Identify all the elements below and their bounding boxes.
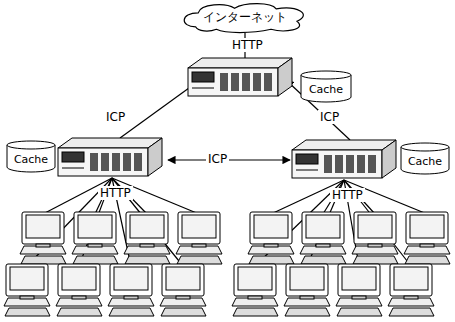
client-pc — [108, 264, 154, 316]
client-pc — [124, 212, 170, 264]
protocol-label: ICP — [318, 110, 341, 124]
cache-disk: Cache — [6, 140, 56, 172]
cache-label: Cache — [14, 153, 48, 166]
client-pc — [248, 212, 294, 264]
cache-disk: Cache — [400, 142, 450, 174]
client-pc — [352, 212, 398, 264]
client-pc — [404, 212, 450, 264]
client-pc — [4, 264, 50, 316]
client-pc — [336, 264, 382, 316]
icp-arrow — [286, 80, 350, 140]
cache-label: Cache — [408, 155, 442, 168]
client-pc — [20, 212, 66, 264]
client-pc — [72, 212, 118, 264]
cache-label: Cache — [309, 83, 343, 96]
internet-cloud: インターネット — [180, 2, 310, 33]
protocol-label: ICP — [206, 152, 229, 166]
client-pc — [160, 264, 206, 316]
client-pc — [300, 212, 346, 264]
protocol-label: HTTP — [330, 188, 365, 202]
client-pc — [232, 264, 278, 316]
client-pc — [56, 264, 102, 316]
client-pc — [284, 264, 330, 316]
protocol-label: ICP — [104, 110, 127, 124]
protocol-label: HTTP — [98, 186, 133, 200]
client-pc — [388, 264, 434, 316]
cloud-label: インターネット — [203, 9, 287, 26]
cache-disk: Cache — [300, 70, 352, 102]
protocol-label: HTTP — [230, 38, 265, 52]
client-pc — [176, 212, 222, 264]
proxy-server — [188, 58, 292, 96]
proxy-server — [292, 140, 396, 178]
proxy-server — [58, 138, 162, 176]
